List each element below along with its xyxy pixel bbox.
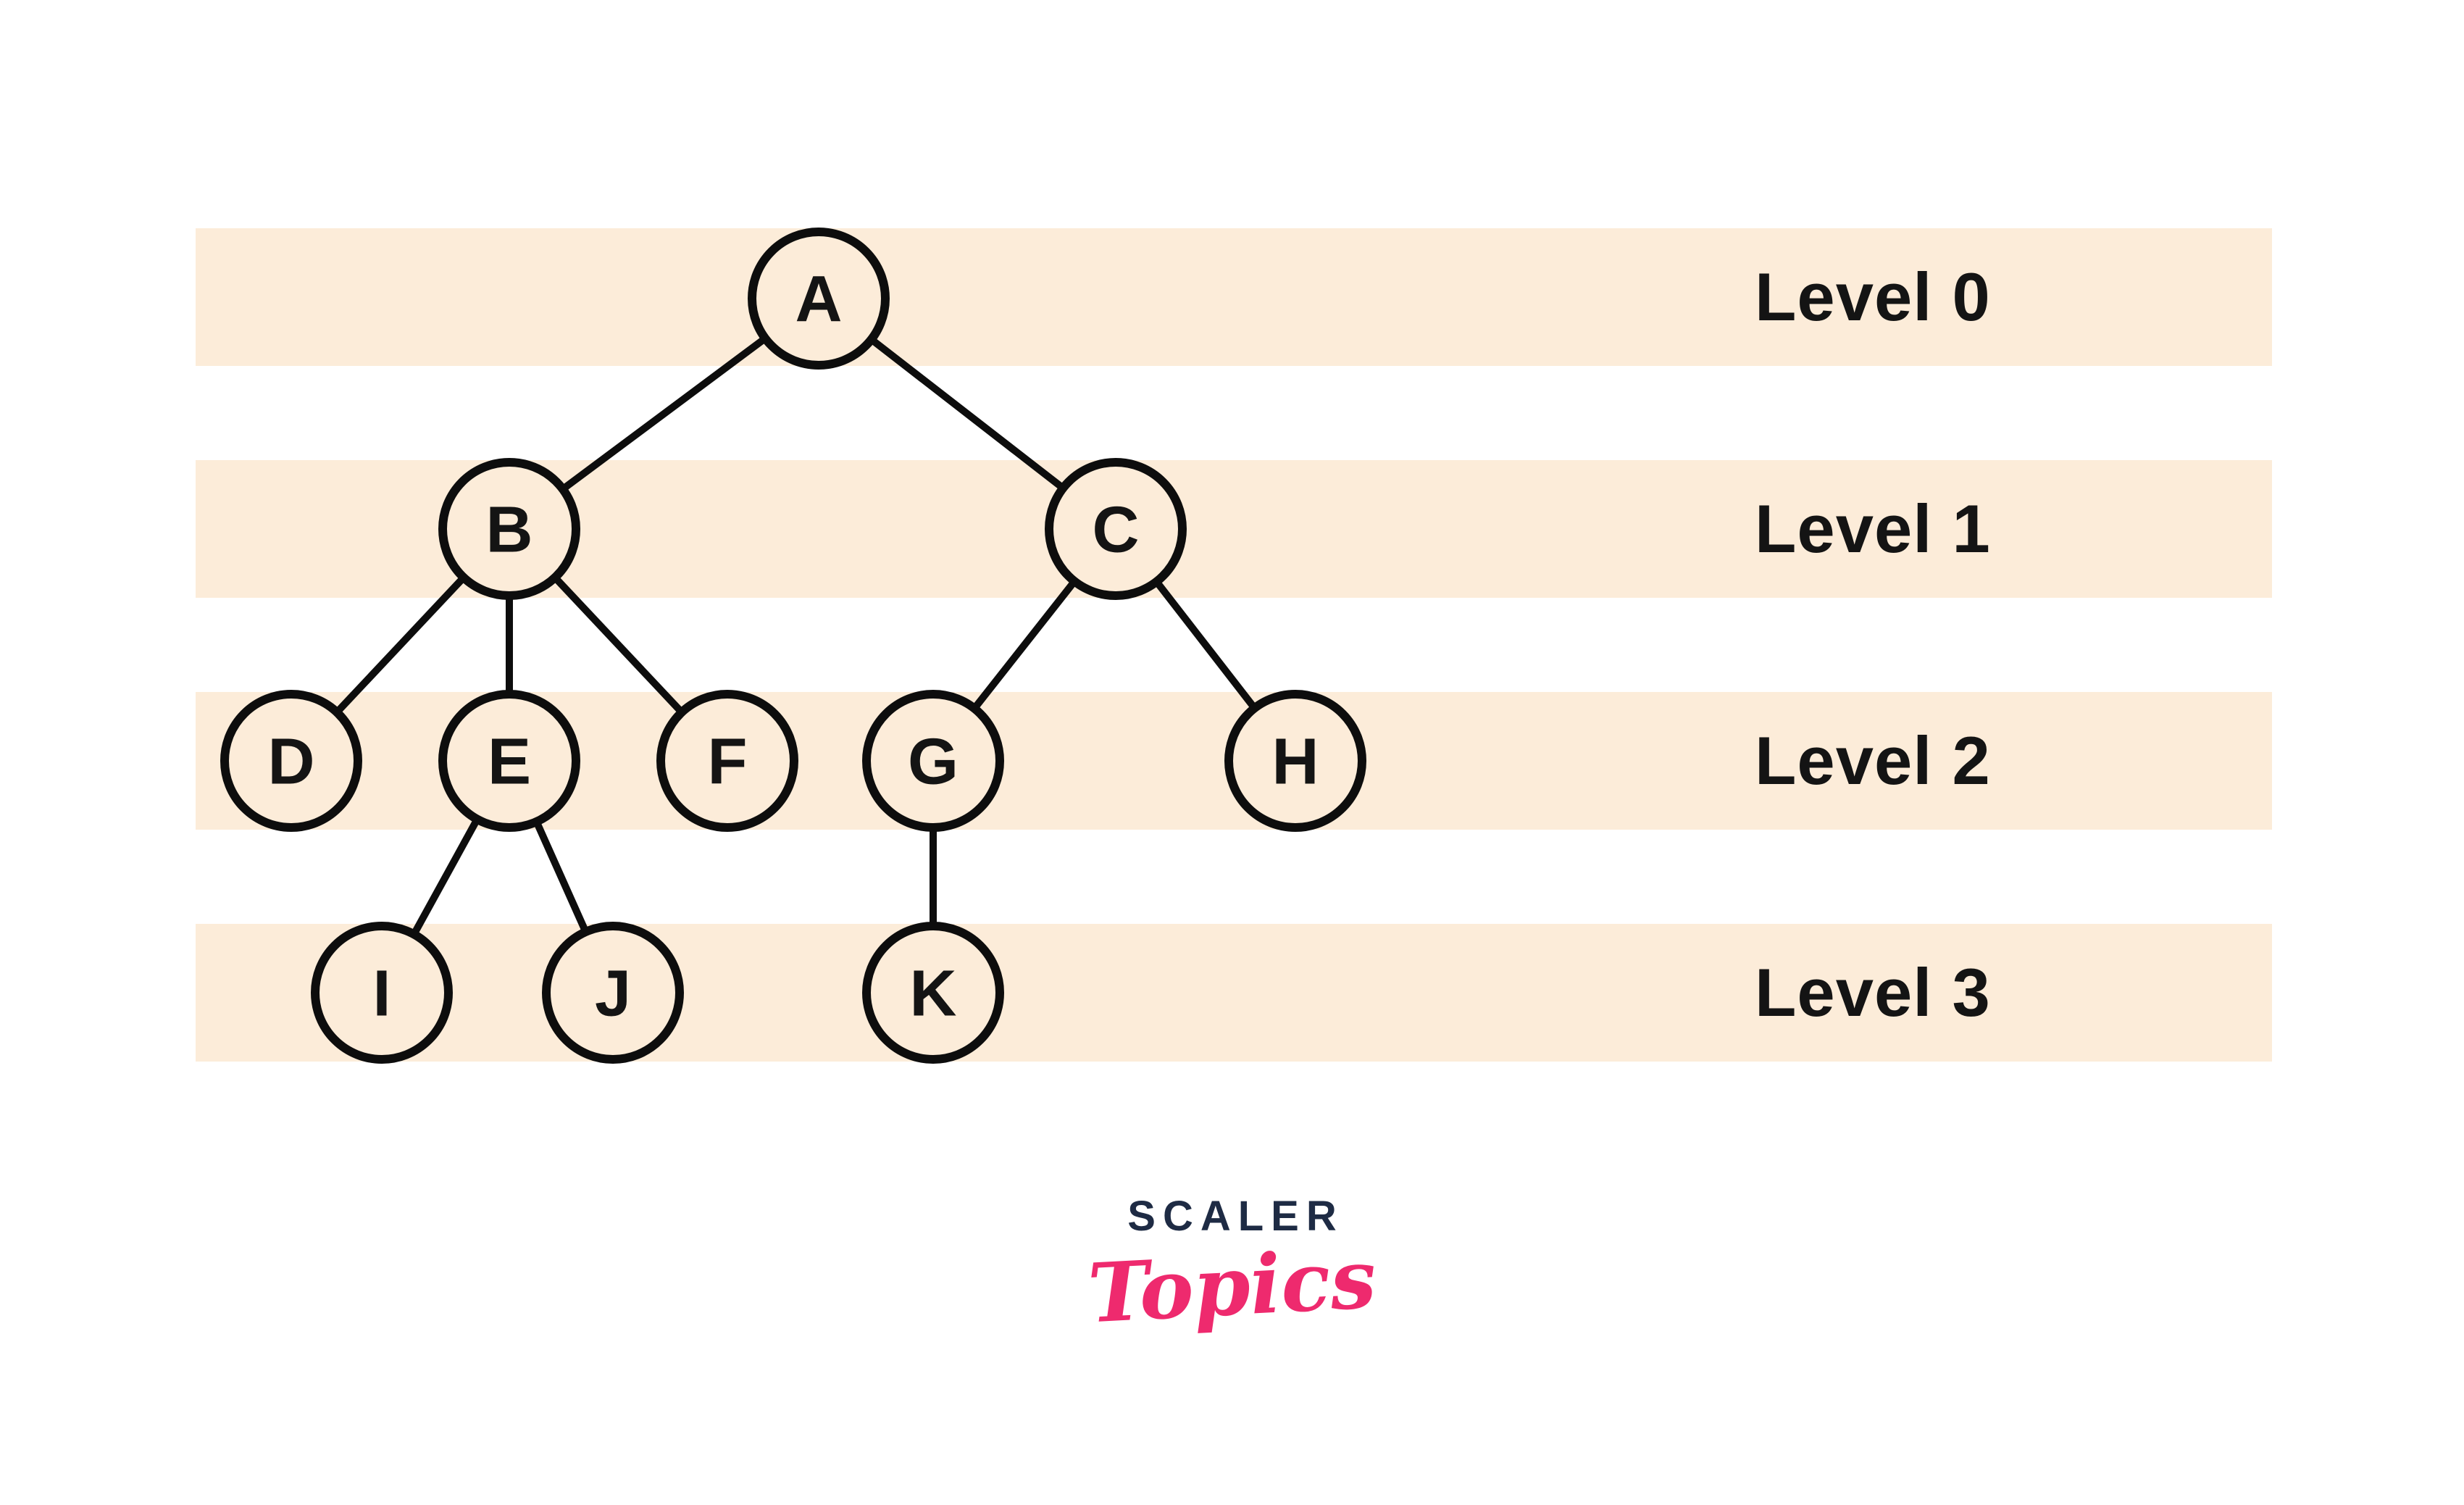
node-circle-D — [220, 690, 362, 832]
tree-node-B: B — [438, 458, 580, 600]
node-circle-E — [438, 690, 580, 832]
node-circle-H — [1224, 690, 1366, 832]
node-circle-I — [311, 922, 453, 1064]
node-circle-K — [862, 922, 1004, 1064]
tree-node-K: K — [862, 922, 1004, 1064]
node-label-B: B — [486, 494, 533, 567]
node-label-D: D — [268, 726, 315, 799]
node-label-G: G — [908, 726, 959, 799]
node-circle-G — [862, 690, 1004, 832]
scaler-topics-logo: SCALER Topics — [0, 1192, 2464, 1341]
node-label-F: F — [708, 726, 748, 799]
node-circle-A — [748, 228, 890, 370]
level-label-3: Level 3 — [1755, 954, 1991, 1030]
tree-node-F: F — [656, 690, 798, 832]
level-label-1: Level 1 — [1755, 491, 1991, 567]
level-band-3: Level 3 — [196, 924, 2272, 1062]
node-label-I: I — [372, 958, 391, 1030]
logo-brand-text: SCALER — [1127, 1193, 1344, 1240]
node-circle-F — [656, 690, 798, 832]
node-circle-C — [1045, 458, 1187, 600]
node-label-J-circle — [542, 922, 684, 1064]
tree-node-I: I — [311, 922, 453, 1064]
tree-node-J: J — [542, 922, 684, 1064]
tree-edges — [288, 295, 1299, 996]
node-label-C: C — [1093, 494, 1140, 567]
tree-node-H: H — [1224, 690, 1366, 832]
tree-node-C: C — [1045, 458, 1187, 600]
node-label-J: J — [595, 958, 631, 1030]
tree-node-E: E — [438, 690, 580, 832]
node-label-A: A — [795, 264, 843, 336]
level-label-0: Level 0 — [1755, 259, 1991, 335]
node-label-K: K — [910, 958, 957, 1030]
node-circle-B — [438, 458, 580, 600]
tree-node-A: A — [748, 228, 890, 370]
tree-nodes: A B C D E F G — [220, 228, 1366, 1064]
level-label-2: Level 2 — [1755, 722, 1991, 799]
tree-node-D: D — [220, 690, 362, 832]
node-label-H: H — [1272, 726, 1319, 799]
level-band-0: Level 0 — [196, 228, 2272, 366]
logo-script-text: Topics — [1085, 1231, 1379, 1342]
tree-node-G: G — [862, 690, 1004, 832]
node-label-E: E — [488, 726, 531, 799]
